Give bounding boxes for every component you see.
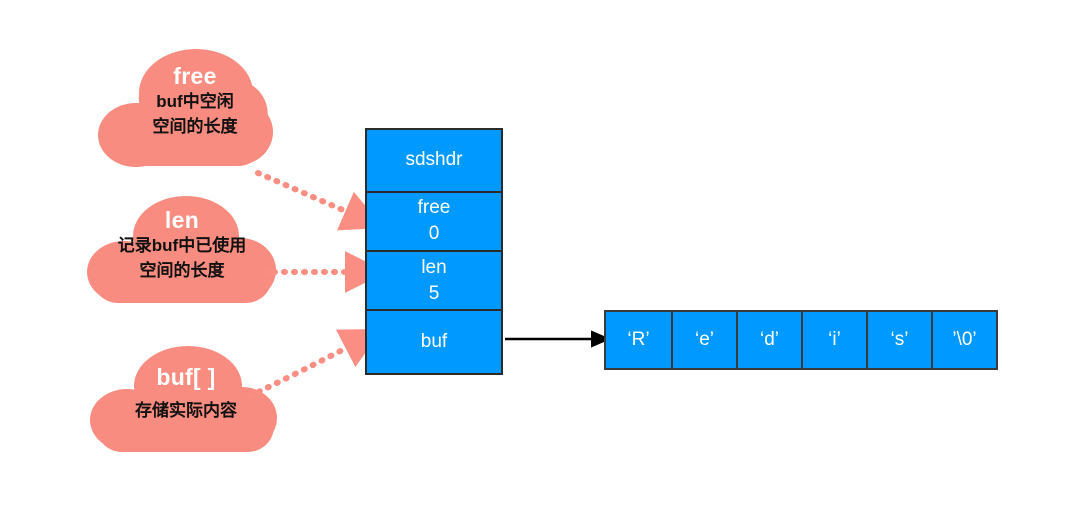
struct-row-buf: buf	[367, 309, 501, 373]
char-cell: ’\0’	[931, 312, 996, 368]
struct-buf-label: buf	[420, 331, 448, 352]
struct-free-label: free	[417, 197, 451, 219]
char-cell: ‘i’	[801, 312, 866, 368]
char-array: ‘R’ ‘e’ ‘d’ ‘i’ ‘s’ ’\0’	[604, 310, 998, 370]
arrow-free-to-struct	[255, 170, 384, 231]
struct-free-value: 0	[428, 223, 440, 245]
cloud-free	[98, 49, 273, 167]
struct-len-label: len	[421, 256, 447, 278]
char-cell: ‘e’	[671, 312, 736, 368]
struct-row-len: len 5	[367, 250, 501, 310]
cloud-buf	[90, 346, 277, 452]
struct-row-header: sdshdr	[367, 130, 501, 191]
struct-len-value: 5	[428, 282, 440, 304]
char-cell: ‘s’	[866, 312, 931, 368]
struct-row-free: free 0	[367, 190, 501, 250]
cloud-len	[87, 196, 276, 303]
char-cell: ‘R’	[606, 312, 671, 368]
struct-header-label: sdshdr	[405, 149, 463, 171]
arrow-buf-to-struct	[247, 328, 383, 399]
sdshdr-struct-box: sdshdr free 0 len 5 buf	[365, 128, 503, 375]
char-cell: ‘d’	[736, 312, 801, 368]
